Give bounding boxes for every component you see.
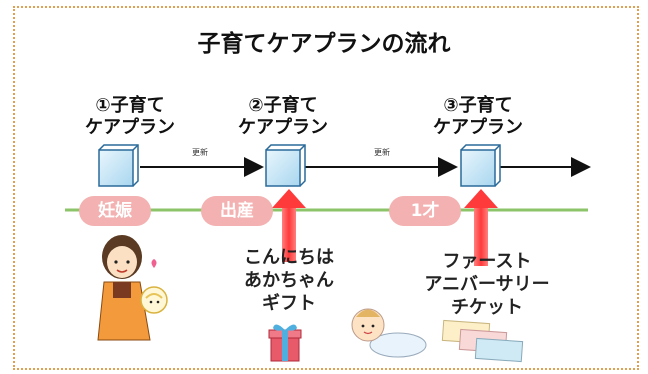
plan-3-document-icon [460, 144, 501, 187]
plan-3-label-line1: ③子育て [443, 95, 513, 116]
birth-gift-line1: こんにちは [244, 247, 334, 268]
plan-2-label-line1: ②子育て [248, 95, 318, 116]
plan-1-label: ①子育て ケアプラン [85, 95, 175, 139]
plan-3-label: ③子育て ケアプラン [433, 95, 523, 139]
update-label-2: 更新 [374, 148, 390, 157]
crawling-baby-illustration [351, 308, 427, 358]
first-year-ticket-label: ファースト アニバーサリー チケット [412, 250, 562, 319]
pregnant-woman-illustration [97, 235, 168, 341]
first-year-ticket-line2: アニバーサリー [424, 274, 550, 295]
plan-3-label-line2: ケアプラン [433, 117, 523, 138]
first-year-ticket-line3: チケット [451, 297, 523, 318]
tickets-illustration [441, 319, 524, 363]
birth-gift-line3: ギフト [262, 293, 316, 314]
plan-2-label-line2: ケアプラン [238, 117, 328, 138]
plan-1-label-line2: ケアプラン [85, 117, 175, 138]
first-year-ticket-line1: ファースト [442, 251, 532, 272]
milestone-first-birthday: 1才 [389, 196, 461, 226]
birth-gift-label: こんにちは あかちゃん ギフト [226, 246, 352, 315]
update-label-1: 更新 [192, 148, 208, 157]
plan-2-document-icon [265, 144, 306, 187]
plan-1-document-icon [98, 144, 139, 187]
milestone-birth: 出産 [201, 196, 273, 226]
gift-arrow-first-year [464, 189, 498, 266]
page-title: 子育てケアプランの流れ [197, 31, 451, 57]
gift-box-illustration [268, 324, 302, 362]
plan-1-label-line1: ①子育て [95, 95, 165, 116]
birth-gift-line2: あかちゃん [244, 270, 334, 291]
milestone-pregnancy: 妊娠 [79, 196, 151, 226]
plan-2-label: ②子育て ケアプラン [238, 95, 328, 139]
dotted-frame [13, 6, 639, 370]
gift-arrow-birth [272, 189, 306, 262]
